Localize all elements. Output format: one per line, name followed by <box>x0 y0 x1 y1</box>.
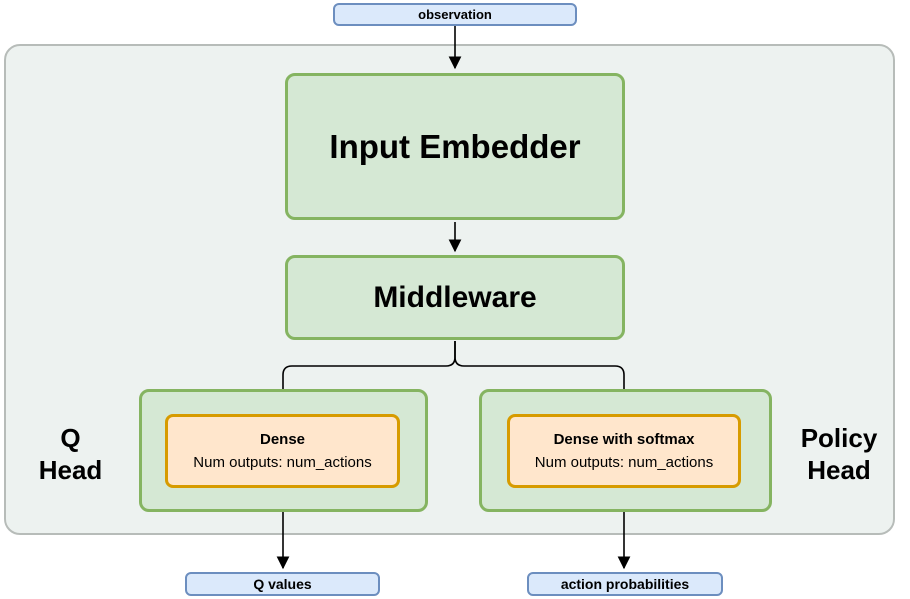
q-dense-title: Dense <box>259 430 306 448</box>
q-head-label-line2: Head <box>38 454 103 485</box>
policy-dense-subtitle: Num outputs: num_actions <box>534 454 714 471</box>
input-embedder-node: Input Embedder <box>285 73 625 220</box>
policy-dense-title: Dense with softmax <box>553 430 695 448</box>
action-probabilities-node: action probabilities <box>527 572 723 596</box>
q-values-label: Q values <box>253 576 312 592</box>
policy-dense-node: Dense with softmax Num outputs: num_acti… <box>507 414 741 488</box>
observation-label: observation <box>418 7 492 22</box>
policy-head-label-line1: Policy <box>800 423 878 453</box>
q-head-label-line1: Q <box>60 423 81 453</box>
input-embedder-label: Input Embedder <box>329 127 581 165</box>
policy-head-label: Policy Head <box>780 423 898 486</box>
q-dense-node: Dense Num outputs: num_actions <box>165 414 400 488</box>
policy-head-label-line2: Head <box>807 454 871 485</box>
q-head-label: Q Head <box>18 423 123 486</box>
middleware-node: Middleware <box>285 255 625 340</box>
q-values-node: Q values <box>185 572 380 596</box>
action-probabilities-label: action probabilities <box>560 576 690 592</box>
middleware-label: Middleware <box>373 280 537 314</box>
observation-node: observation <box>333 3 577 26</box>
q-dense-subtitle: Num outputs: num_actions <box>193 454 372 471</box>
